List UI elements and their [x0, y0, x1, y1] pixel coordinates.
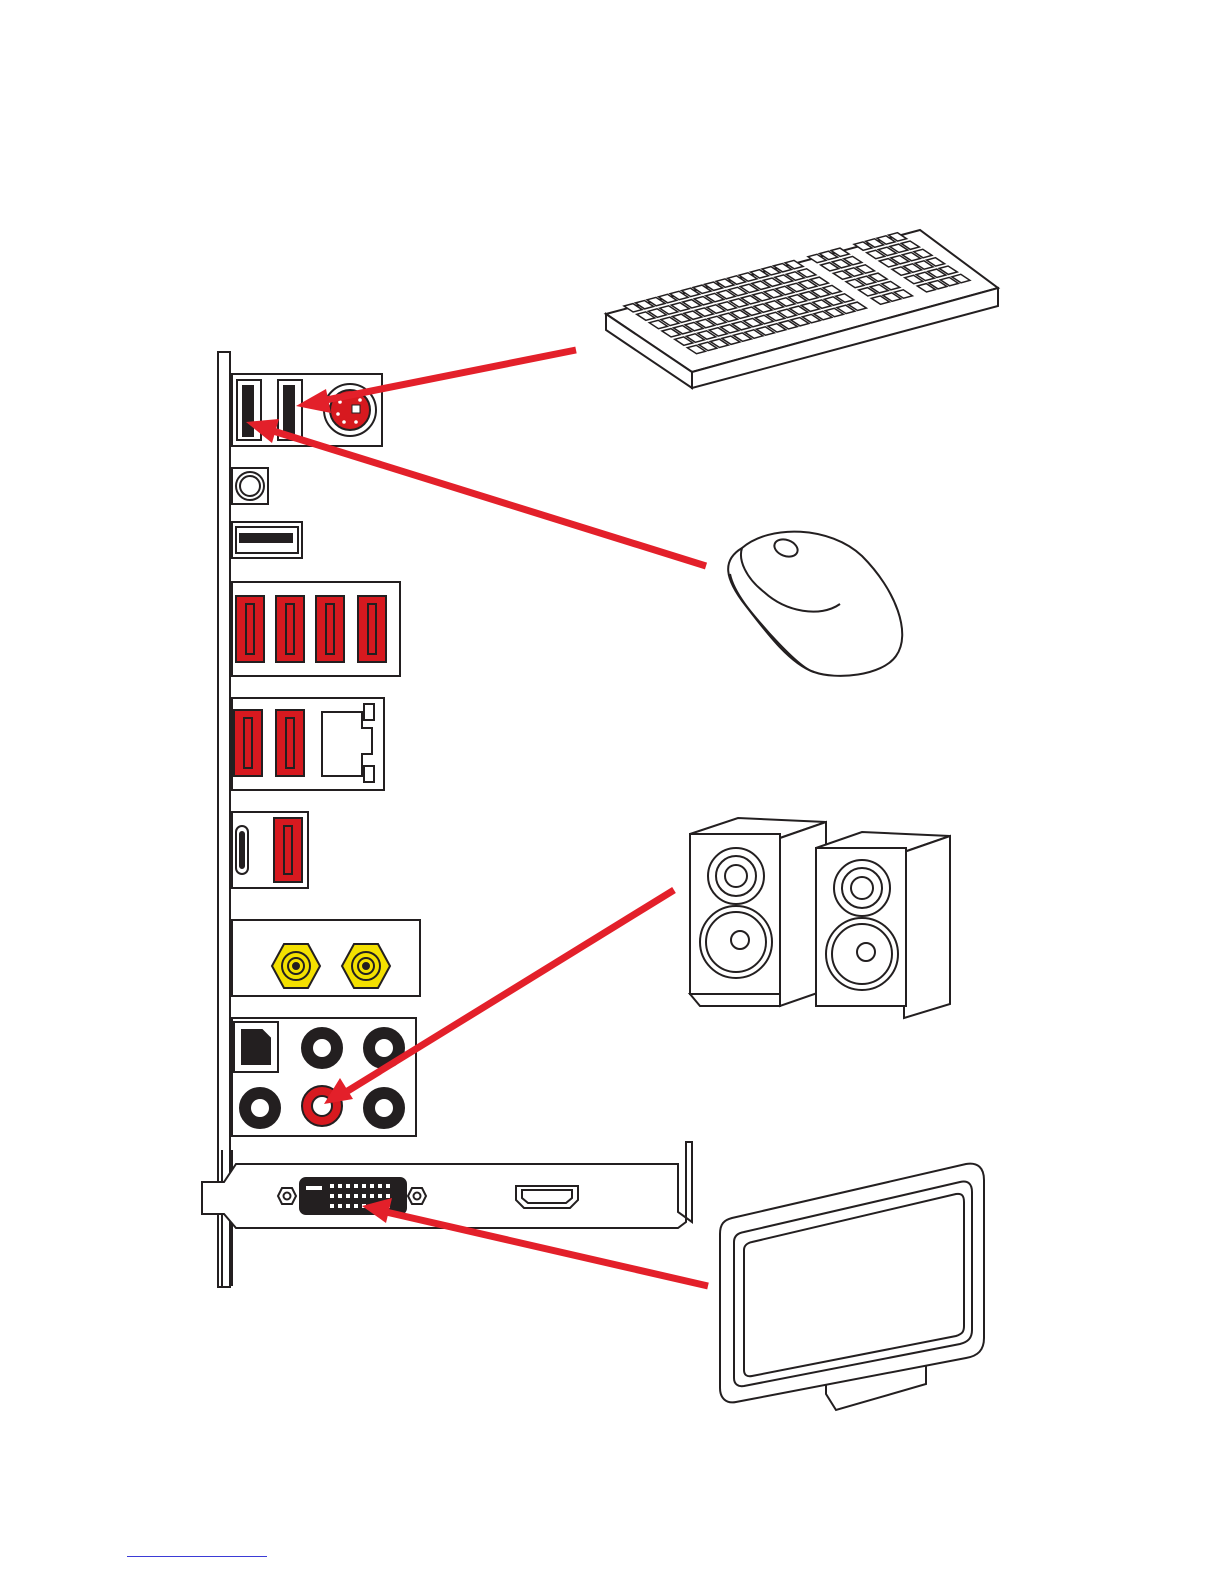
lan-port[interactable] [322, 704, 374, 782]
hdmi-port[interactable] [516, 1186, 578, 1208]
clear-cmos-button[interactable] [232, 468, 268, 504]
speaker-right [816, 832, 950, 1018]
arrow-mouse-to-usb [246, 419, 706, 566]
usb3-port-5[interactable] [234, 710, 262, 776]
dvi-port[interactable] [300, 1178, 406, 1214]
monitor-icon [720, 1164, 984, 1410]
io-panel [218, 352, 420, 1287]
dvi-screw-left [278, 1188, 296, 1204]
usb3-port-3[interactable] [316, 596, 344, 662]
keyboard-icon [606, 230, 998, 388]
usb-type-c-port[interactable] [236, 826, 248, 874]
io-shield-edge [218, 352, 230, 1287]
usb3-port-1[interactable] [236, 596, 264, 662]
speaker-left [690, 818, 826, 1006]
bottom-rule [127, 1556, 267, 1557]
bios-flashback-usb-port[interactable] [232, 522, 302, 558]
dvi-screw-right [408, 1188, 426, 1204]
usb3-port-4[interactable] [358, 596, 386, 662]
audio-jack-3[interactable] [240, 1088, 280, 1128]
audio-jack-5[interactable] [364, 1088, 404, 1128]
usb3-port-7[interactable] [274, 818, 302, 882]
optical-spdif-port[interactable] [234, 1022, 278, 1072]
connection-arrows [246, 350, 708, 1286]
antenna-block [232, 920, 420, 996]
usb3-port-6[interactable] [276, 710, 304, 776]
speakers-icon [690, 818, 950, 1018]
mouse-icon [728, 532, 902, 676]
usb3-port-2[interactable] [276, 596, 304, 662]
audio-jack-1[interactable] [302, 1028, 342, 1068]
